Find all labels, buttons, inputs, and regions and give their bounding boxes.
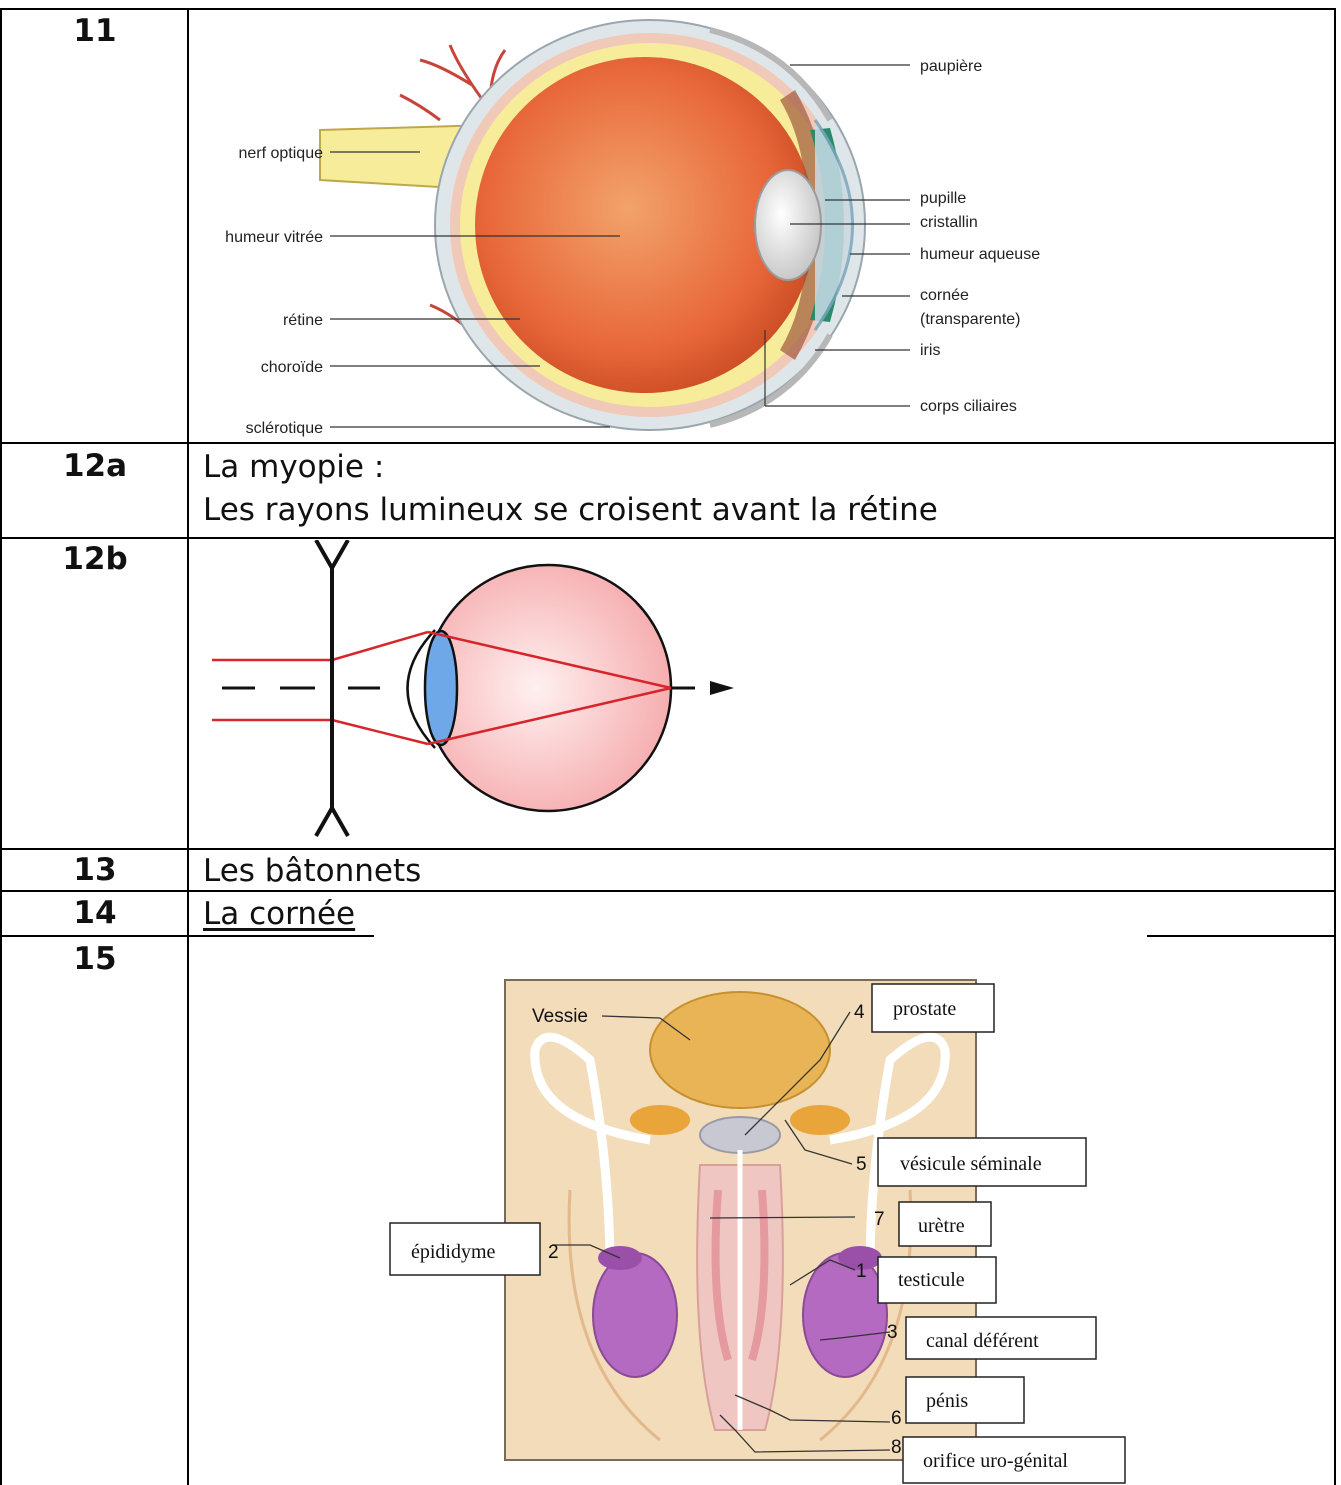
myopia-correction-diagram bbox=[190, 540, 750, 845]
label-nerf-optique: nerf optique bbox=[238, 145, 323, 162]
label-vessie: Vessie bbox=[532, 1006, 588, 1027]
label-cristallin: cristallin bbox=[920, 214, 978, 231]
reproductive-system-diagram: Vessie 4 5 7 2 1 3 6 8 prostate vésicule… bbox=[190, 940, 1334, 1485]
table-border-left bbox=[0, 8, 2, 1485]
row-divider bbox=[0, 890, 1336, 892]
label-number: 3 bbox=[887, 1322, 898, 1343]
row-number: 12b bbox=[2, 542, 188, 576]
box-testicule: testicule bbox=[898, 1269, 965, 1291]
lens bbox=[755, 170, 821, 280]
row-number: 15 bbox=[2, 942, 188, 976]
label-number: 4 bbox=[854, 1002, 865, 1023]
box-vesicule-seminale: vésicule séminale bbox=[900, 1153, 1042, 1175]
label-retine: rétine bbox=[283, 312, 323, 329]
box-orifice-uro-genital: orifice uro-génital bbox=[923, 1450, 1068, 1472]
answer-text: La cornée bbox=[203, 894, 355, 934]
testicle-left bbox=[593, 1253, 677, 1377]
axis-arrow-icon bbox=[710, 681, 734, 695]
label-number: 2 bbox=[548, 1242, 559, 1263]
answer-text: Les bâtonnets bbox=[203, 851, 421, 891]
label-sclerotique: sclérotique bbox=[246, 420, 323, 437]
row-number: 13 bbox=[2, 853, 188, 887]
label-choroide: choroïde bbox=[261, 359, 323, 376]
label-humeur-aqueuse: humeur aqueuse bbox=[920, 246, 1040, 263]
box-epididyme: épididyme bbox=[411, 1241, 496, 1263]
label-number: 7 bbox=[874, 1209, 885, 1230]
label-humeur-vitree: humeur vitrée bbox=[225, 229, 323, 246]
eye-anatomy-diagram: nerf optique humeur vitrée rétine choroï… bbox=[190, 10, 1334, 441]
bladder bbox=[650, 992, 830, 1108]
row-number: 11 bbox=[2, 14, 188, 48]
label-number: 1 bbox=[856, 1261, 867, 1282]
label-iris: iris bbox=[920, 342, 940, 359]
label-pupille: pupille bbox=[920, 190, 966, 207]
column-divider bbox=[187, 8, 189, 1485]
box-penis: pénis bbox=[926, 1390, 968, 1412]
box-canal-deferent: canal déférent bbox=[926, 1330, 1039, 1352]
box-uretre: urètre bbox=[918, 1215, 965, 1237]
answer-text: La myopie : bbox=[203, 447, 384, 487]
row-divider bbox=[1147, 935, 1336, 937]
row-divider bbox=[0, 537, 1336, 539]
row-divider bbox=[0, 442, 1336, 444]
label-transparente: (transparente) bbox=[920, 311, 1021, 328]
label-number: 5 bbox=[856, 1154, 867, 1175]
seminal-vesicle-left bbox=[630, 1105, 690, 1135]
row-number: 12a bbox=[2, 449, 188, 483]
eyeball bbox=[425, 565, 671, 811]
seminal-vesicle-right bbox=[790, 1105, 850, 1135]
row-number: 14 bbox=[2, 896, 188, 930]
label-number: 8 bbox=[891, 1437, 902, 1458]
label-corps-ciliaires: corps ciliaires bbox=[920, 398, 1017, 415]
answer-text: Les rayons lumineux se croisent avant la… bbox=[203, 490, 938, 530]
box-prostate: prostate bbox=[893, 998, 956, 1020]
label-paupiere: paupière bbox=[920, 58, 982, 75]
row-divider bbox=[0, 848, 1336, 850]
diverging-lens bbox=[316, 540, 348, 836]
table-border-right bbox=[1334, 8, 1336, 1485]
label-cornee: cornée bbox=[920, 287, 969, 304]
testicle-right bbox=[803, 1253, 887, 1377]
crystalline-lens bbox=[425, 631, 457, 745]
prostate bbox=[700, 1117, 780, 1153]
label-number: 6 bbox=[891, 1408, 902, 1429]
